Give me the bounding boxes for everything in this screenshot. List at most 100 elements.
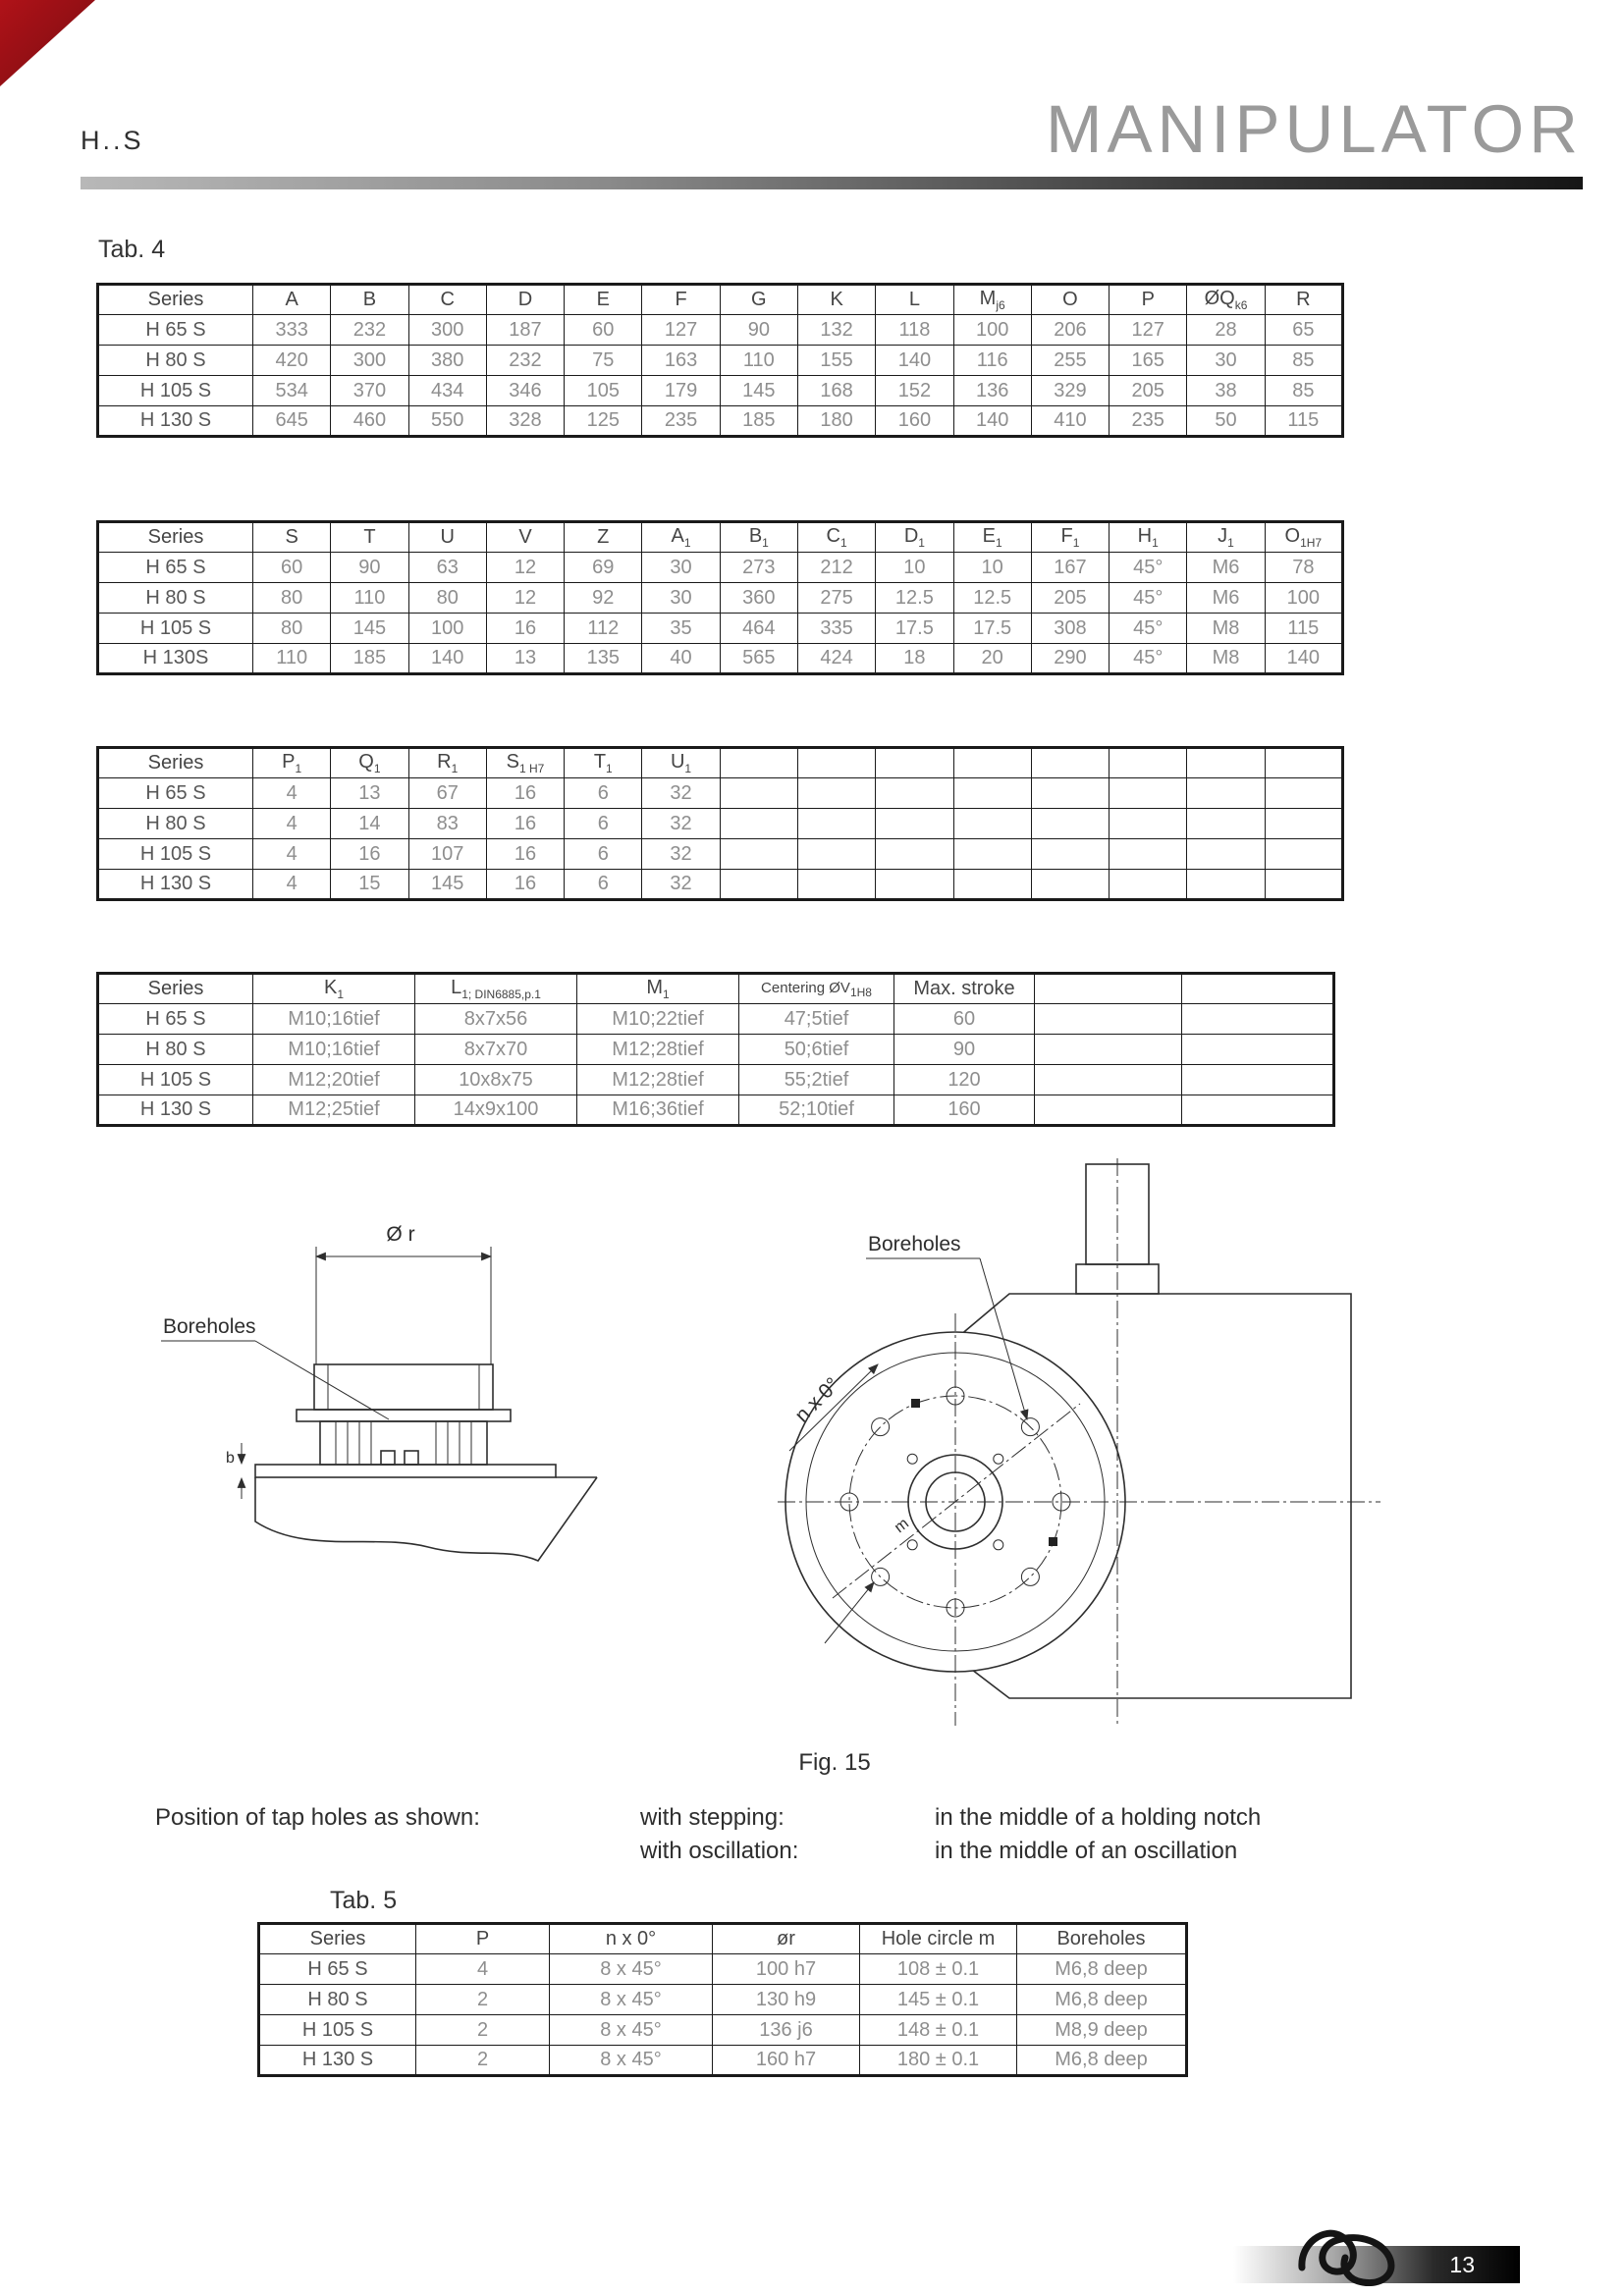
column-header: T1 [564,747,643,778]
note-oscillation-value: in the middle of an oscillation [935,1838,1238,1864]
series-cell: H 105 S [97,375,253,406]
value-cell: M6 [1186,552,1266,583]
column-header: C1 [796,521,877,553]
value-cell [1030,777,1110,809]
series-cell: H 65 S [258,1953,416,1985]
value-cell: 333 [251,314,332,346]
header-rule [81,177,1583,189]
value-cell: 28 [1186,314,1266,346]
column-header [1264,747,1344,778]
value-cell: 140 [952,405,1032,437]
series-cell: H 80 S [258,1984,416,2015]
column-header [1181,973,1334,1004]
value-cell: 10 [952,552,1032,583]
value-cell: 10x8x75 [414,1064,577,1095]
column-header: G [719,284,798,315]
value-cell: 80 [407,582,487,614]
value-cell: 15 [330,869,409,900]
column-header: ØQk6 [1186,284,1266,315]
value-cell: 30 [641,582,721,614]
value-cell: 645 [251,405,332,437]
value-cell: 140 [875,345,954,376]
value-cell: 380 [407,345,487,376]
tap-hole-mark [911,1399,920,1408]
value-cell [1034,1003,1182,1035]
value-cell: 420 [251,345,332,376]
value-cell: 32 [641,869,721,900]
column-header: Q1 [330,747,409,778]
value-cell: 115 [1264,613,1344,644]
series-cell: H 65 S [97,552,253,583]
column-header [1034,973,1182,1004]
column-header [1109,747,1188,778]
value-cell [1264,777,1344,809]
footer-bar: 13 [1233,2246,1520,2283]
bolt-holes [839,1386,1071,1618]
value-cell [796,777,877,809]
column-header: A1 [641,521,721,553]
value-cell [719,808,798,839]
value-cell [1181,1034,1334,1065]
column-header: Series [97,521,253,553]
value-cell: M12;28tief [576,1064,739,1095]
value-cell: 65 [1264,314,1344,346]
value-cell: 120 [893,1064,1035,1095]
value-cell: 16 [485,808,566,839]
value-cell: 60 [564,314,643,346]
value-cell: 20 [952,643,1032,674]
value-cell [1030,869,1110,900]
value-cell [1264,869,1344,900]
value-cell: 16 [485,613,566,644]
value-cell [719,777,798,809]
value-cell: M12;28tief [576,1034,739,1065]
value-cell [875,838,954,870]
series-cell: H 105 S [97,838,253,870]
value-cell: 110 [719,345,798,376]
column-header: Hole circle m [859,1923,1017,1954]
value-cell: 180 ± 0.1 [859,2045,1017,2076]
value-cell: 534 [251,375,332,406]
value-cell: 180 [796,405,877,437]
value-cell: 45° [1109,552,1188,583]
value-cell [1034,1064,1182,1095]
column-header: D1 [875,521,954,553]
value-cell [1264,838,1344,870]
column-header: A [251,284,332,315]
value-cell: 300 [330,345,409,376]
value-cell: M10;16tief [252,1034,415,1065]
value-cell: 116 [952,345,1032,376]
value-cell: 235 [1109,405,1188,437]
value-cell: 212 [796,552,877,583]
value-cell: M12;25tief [252,1095,415,1126]
value-cell: 464 [719,613,798,644]
value-cell: 63 [407,552,487,583]
column-header: Centering ØV1H8 [738,973,894,1004]
value-cell: M6 [1186,582,1266,614]
value-cell [1181,1095,1334,1126]
value-cell: 300 [407,314,487,346]
value-cell: 152 [875,375,954,406]
value-cell: 12.5 [875,582,954,614]
value-cell: 4 [251,808,332,839]
value-cell: 127 [1109,314,1188,346]
value-cell: 47;5tief [738,1003,894,1035]
value-cell [1181,1003,1334,1035]
column-header: L [875,284,954,315]
column-header [952,747,1032,778]
value-cell: 2 [415,2045,550,2076]
column-header: F1 [1030,521,1110,553]
value-cell: M6,8 deep [1016,2045,1187,2076]
left-boreholes-label: Boreholes [163,1315,256,1338]
note-stepping-label: with stepping: [640,1804,785,1831]
value-cell: 6 [564,838,643,870]
column-header [875,747,954,778]
value-cell: 100 [407,613,487,644]
value-cell: 130 h9 [712,1984,860,2015]
